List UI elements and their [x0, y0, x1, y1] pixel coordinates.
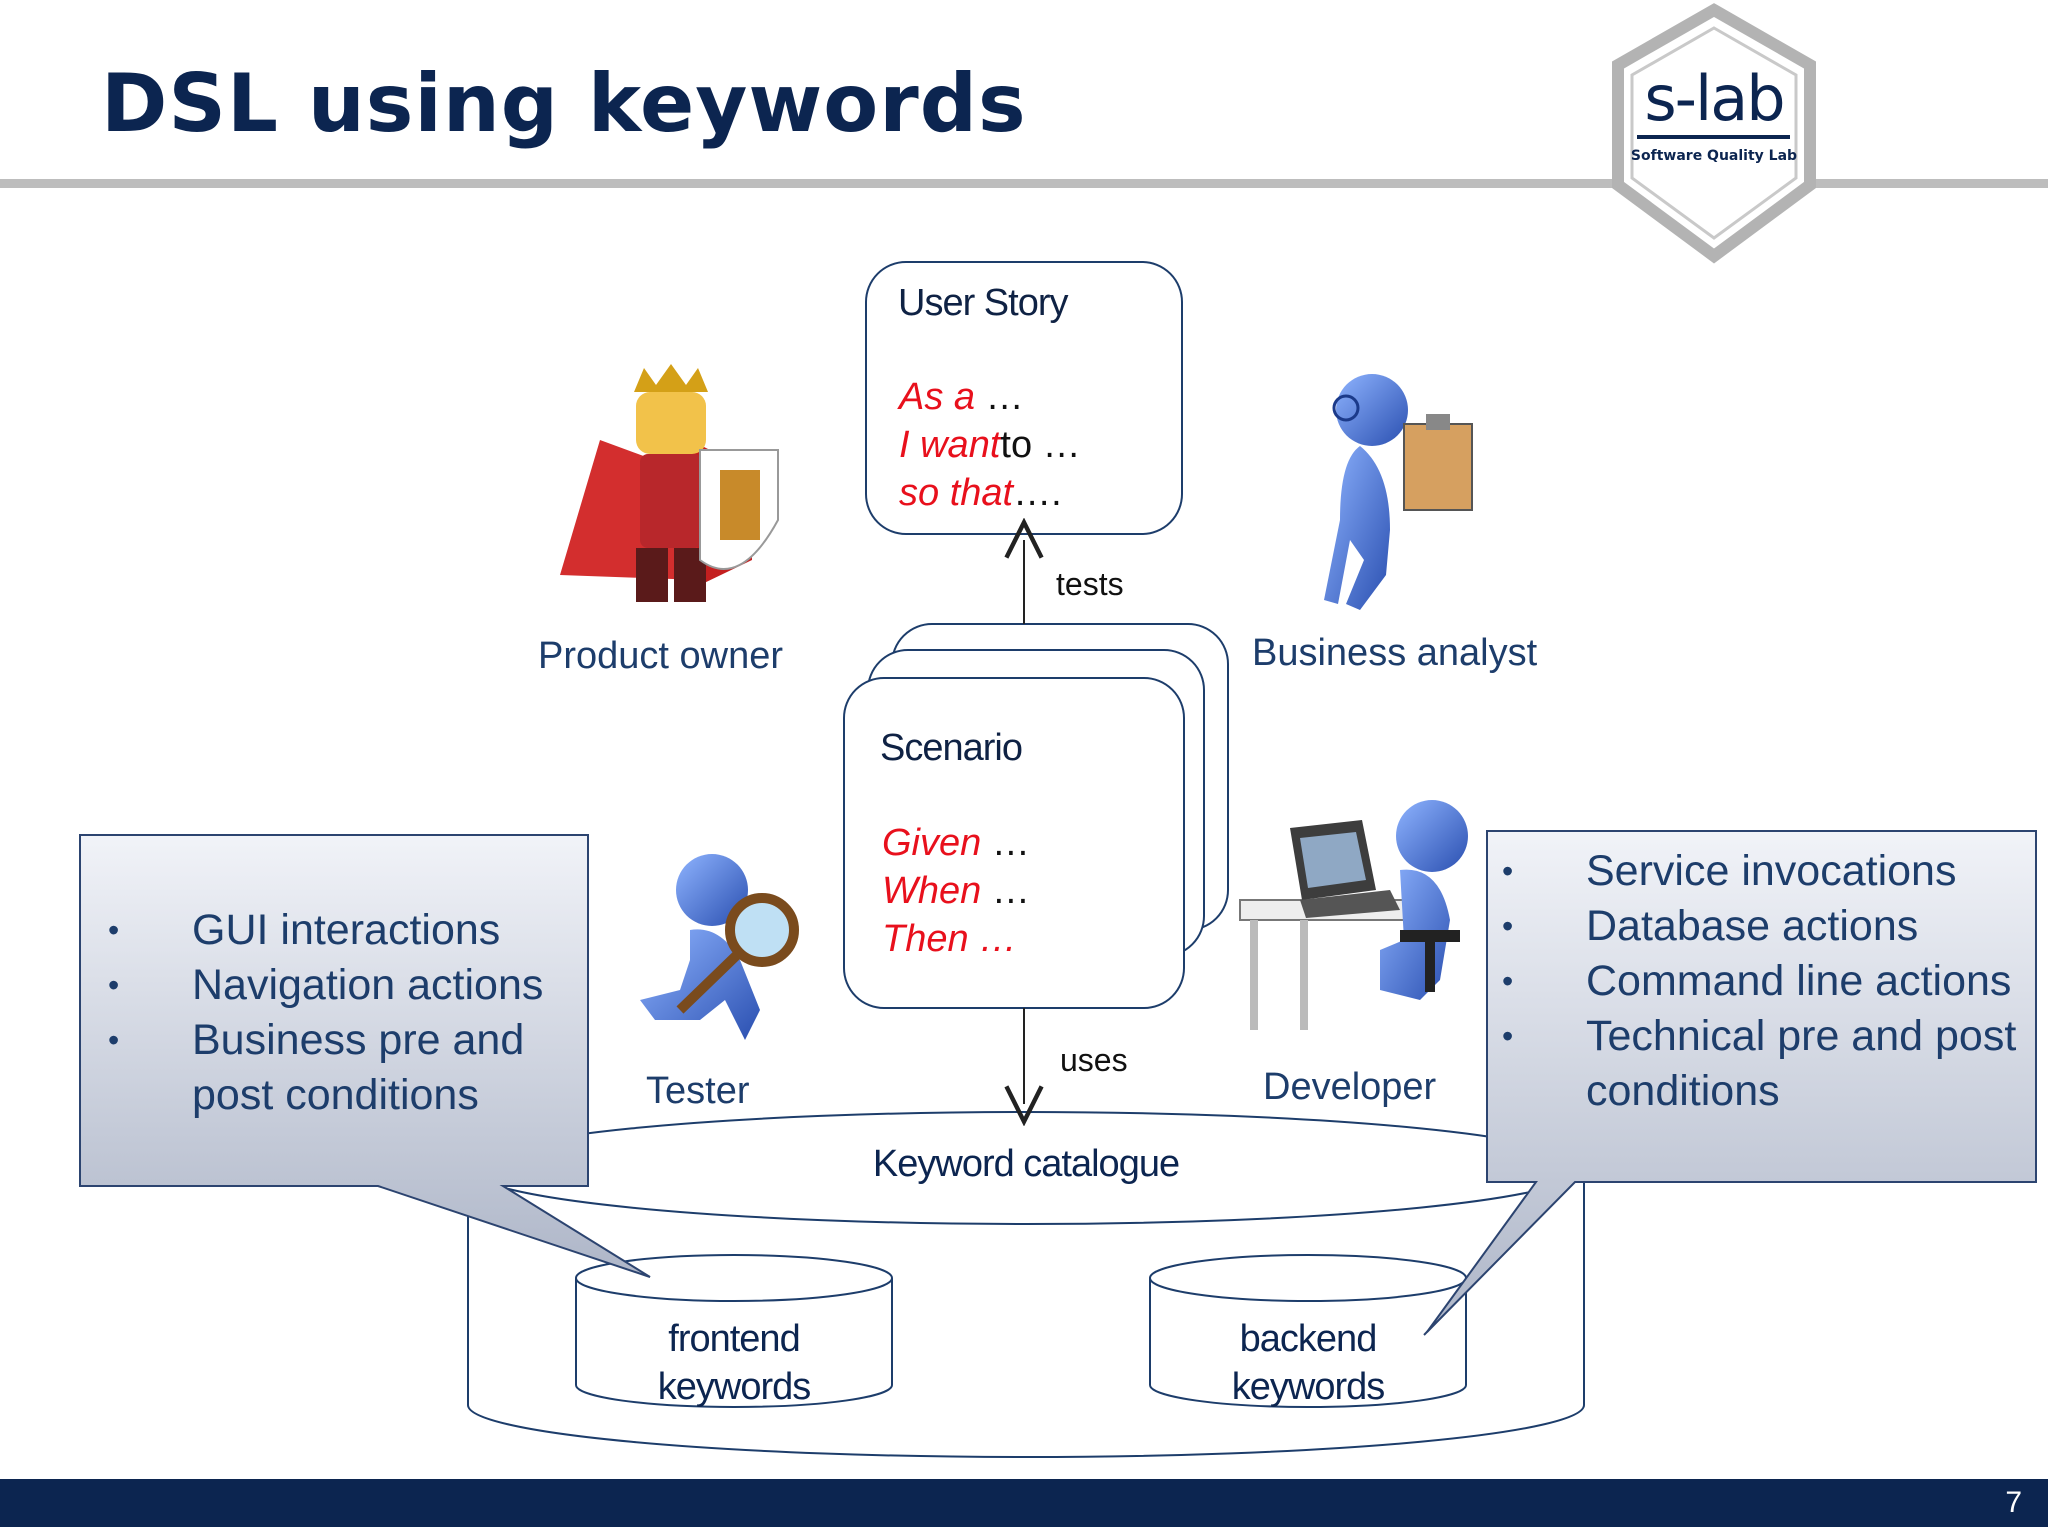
scenario-keyword-3: Then … [882, 918, 1018, 960]
tester-label: Tester [646, 1070, 750, 1112]
user-story-line-3: so that…. [899, 472, 1062, 515]
user-story-keyword-2: I want [899, 424, 1001, 466]
scenario-line-2: When … [882, 870, 1030, 913]
frontend-label-line-1: frontend [668, 1318, 800, 1360]
business-analyst-label: Business analyst [1252, 632, 1538, 674]
tester-figure-icon [640, 854, 799, 1040]
king-figure-icon [560, 364, 779, 602]
footer-bar [0, 1479, 2048, 1527]
right-callout-item: Command line actions [1486, 954, 2026, 1009]
user-story-line-2: I wantto … [899, 424, 1081, 467]
s-lab-logo [1612, 3, 1816, 264]
user-story-rest-3: …. [1013, 472, 1062, 514]
backend-keywords-cylinder [1149, 1254, 1467, 1408]
scenario-keyword-1: Given [882, 822, 982, 864]
keyword-catalogue-label: Keyword catalogue [872, 1143, 1180, 1185]
developer-figure-icon [1239, 800, 1468, 1030]
scenario-box [843, 677, 1185, 1009]
scenario-heading: Scenario [880, 727, 1023, 769]
scenario-line-3: Then … [882, 918, 1017, 961]
user-story-heading: User Story [898, 282, 1068, 324]
logo-tagline: Software Quality Lab [1630, 148, 1798, 164]
user-story-keyword-3: so that [899, 472, 1014, 514]
header-rule [0, 179, 2048, 188]
user-story-keyword-1: As a [899, 376, 976, 418]
left-callout-list: GUI interactions Navigation actions Busi… [92, 903, 582, 1123]
left-callout-item: Navigation actions [92, 958, 582, 1013]
scenario-stack [843, 623, 1229, 1009]
frontend-keywords-cylinder [575, 1254, 893, 1408]
scenario-rest-2: … [981, 870, 1030, 912]
tests-arrow-label: tests [1056, 566, 1124, 602]
backend-keywords-label: backend keywords [1150, 1315, 1466, 1411]
backend-label-line-1: backend [1239, 1318, 1378, 1360]
frontend-keywords-label: frontend keywords [576, 1315, 892, 1411]
scenario-line-1: Given … [882, 822, 1030, 865]
frontend-label-line-2: keywords [657, 1366, 812, 1408]
business-analyst-figure-icon [1324, 374, 1473, 610]
left-callout-item: GUI interactions [92, 903, 582, 958]
right-callout-list: Service invocations Database actions Com… [1486, 844, 2026, 1119]
right-callout-item: Technical pre and post conditions [1486, 1009, 2026, 1119]
user-story-rest-2: to … [1000, 424, 1081, 466]
product-owner-label: Product owner [538, 635, 784, 677]
user-story-rest-1: … [975, 376, 1024, 418]
scenario-keyword-2: When [882, 870, 982, 912]
left-callout-item: Business pre and post conditions [92, 1013, 582, 1123]
logo-wordmark: s-lab [1644, 62, 1785, 135]
right-callout-item: Database actions [1486, 899, 2026, 954]
page-number: 7 [2005, 1486, 2022, 1519]
user-story-line-1: As a … [899, 376, 1024, 419]
slide-title: DSL using keywords [101, 57, 1027, 150]
scenario-rest-1: … [981, 822, 1030, 864]
backend-label-line-2: keywords [1231, 1366, 1386, 1408]
developer-label: Developer [1263, 1066, 1437, 1108]
uses-arrow-label: uses [1060, 1042, 1128, 1078]
right-callout-item: Service invocations [1486, 844, 2026, 899]
